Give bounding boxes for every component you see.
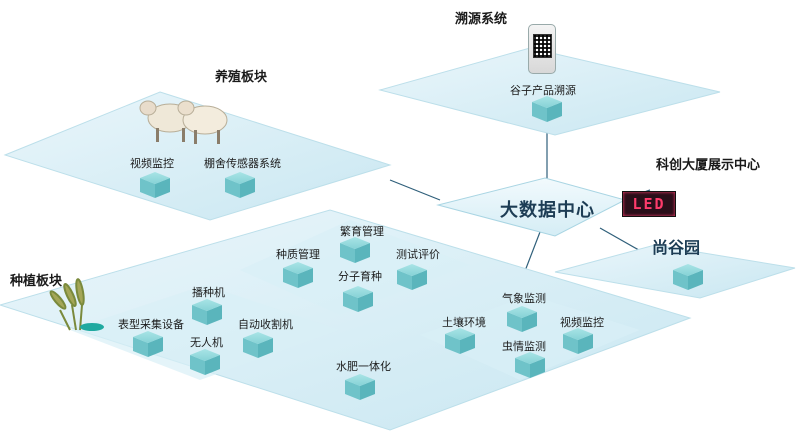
node-video-monitor-right-label: 视频监控 (560, 316, 604, 329)
led-display: LED (622, 191, 676, 217)
traceability-section-title: 溯源系统 (455, 12, 508, 27)
node-drone-label: 无人机 (190, 336, 223, 349)
node-water-fertilizer-label: 水肥一体化 (336, 360, 391, 373)
phone-qr-icon (528, 24, 556, 74)
cube-shanggu (673, 264, 703, 290)
cube-phenotype-equipment (133, 331, 163, 357)
node-test-eval-label: 测试评价 (396, 248, 440, 261)
planting-sub-center (240, 220, 470, 315)
cube-grain-trace (532, 96, 562, 122)
cube-water-fertilizer (345, 374, 375, 400)
node-grain-trace-label: 谷子产品溯源 (510, 84, 576, 97)
cube-auto-harvester (243, 332, 273, 358)
node-auto-harvester-label: 自动收割机 (238, 318, 293, 331)
breeding-platform (3, 91, 392, 221)
node-video-monitor-left-label: 视频监控 (130, 157, 174, 170)
node-breeding-mgmt-label: 繁育管理 (340, 225, 384, 238)
cube-video-monitor-right (563, 328, 593, 354)
planting-sub-right (420, 295, 640, 380)
node-sowing-machine-label: 播种机 (192, 286, 225, 299)
cube-shed-sensor (225, 172, 255, 198)
sci-center-title: 科创大厦展示中心 (656, 158, 761, 173)
node-variety-mgmt-label: 种质管理 (276, 248, 320, 261)
node-weather-monitor-label: 气象监测 (502, 292, 546, 305)
traceability-platform (378, 47, 721, 136)
shanggu-title: 尚谷园 (652, 238, 701, 257)
cubes (133, 96, 703, 400)
cube-drone (190, 349, 220, 375)
sheep-icon (139, 100, 228, 144)
cube-weather-monitor (507, 306, 537, 332)
big-data-hub-title: 大数据中心 (500, 200, 595, 221)
cube-variety-mgmt (283, 262, 313, 288)
breeding-section-title: 养殖板块 (215, 70, 268, 85)
cube-pest-monitor (515, 352, 545, 378)
cube-breeding-mgmt (340, 237, 370, 263)
cube-soil-env (445, 328, 475, 354)
node-soil-env-label: 土壤环境 (442, 316, 486, 329)
node-shed-sensor-label: 棚舍传感器系统 (204, 157, 281, 170)
cube-molecular-breeding (343, 286, 373, 312)
node-pest-monitor-label: 虫情监测 (502, 340, 546, 353)
cube-sowing-machine (192, 299, 222, 325)
cube-test-eval (397, 264, 427, 290)
node-phenotype-equipment-label: 表型采集设备 (118, 318, 184, 331)
hub-platform (436, 177, 627, 237)
wheat-icon (49, 278, 104, 331)
cube-video-monitor-left (140, 172, 170, 198)
node-molecular-breeding-label: 分子育种 (338, 270, 382, 283)
planting-sub-left (70, 285, 340, 380)
planting-section-title: 种植板块 (10, 274, 63, 289)
